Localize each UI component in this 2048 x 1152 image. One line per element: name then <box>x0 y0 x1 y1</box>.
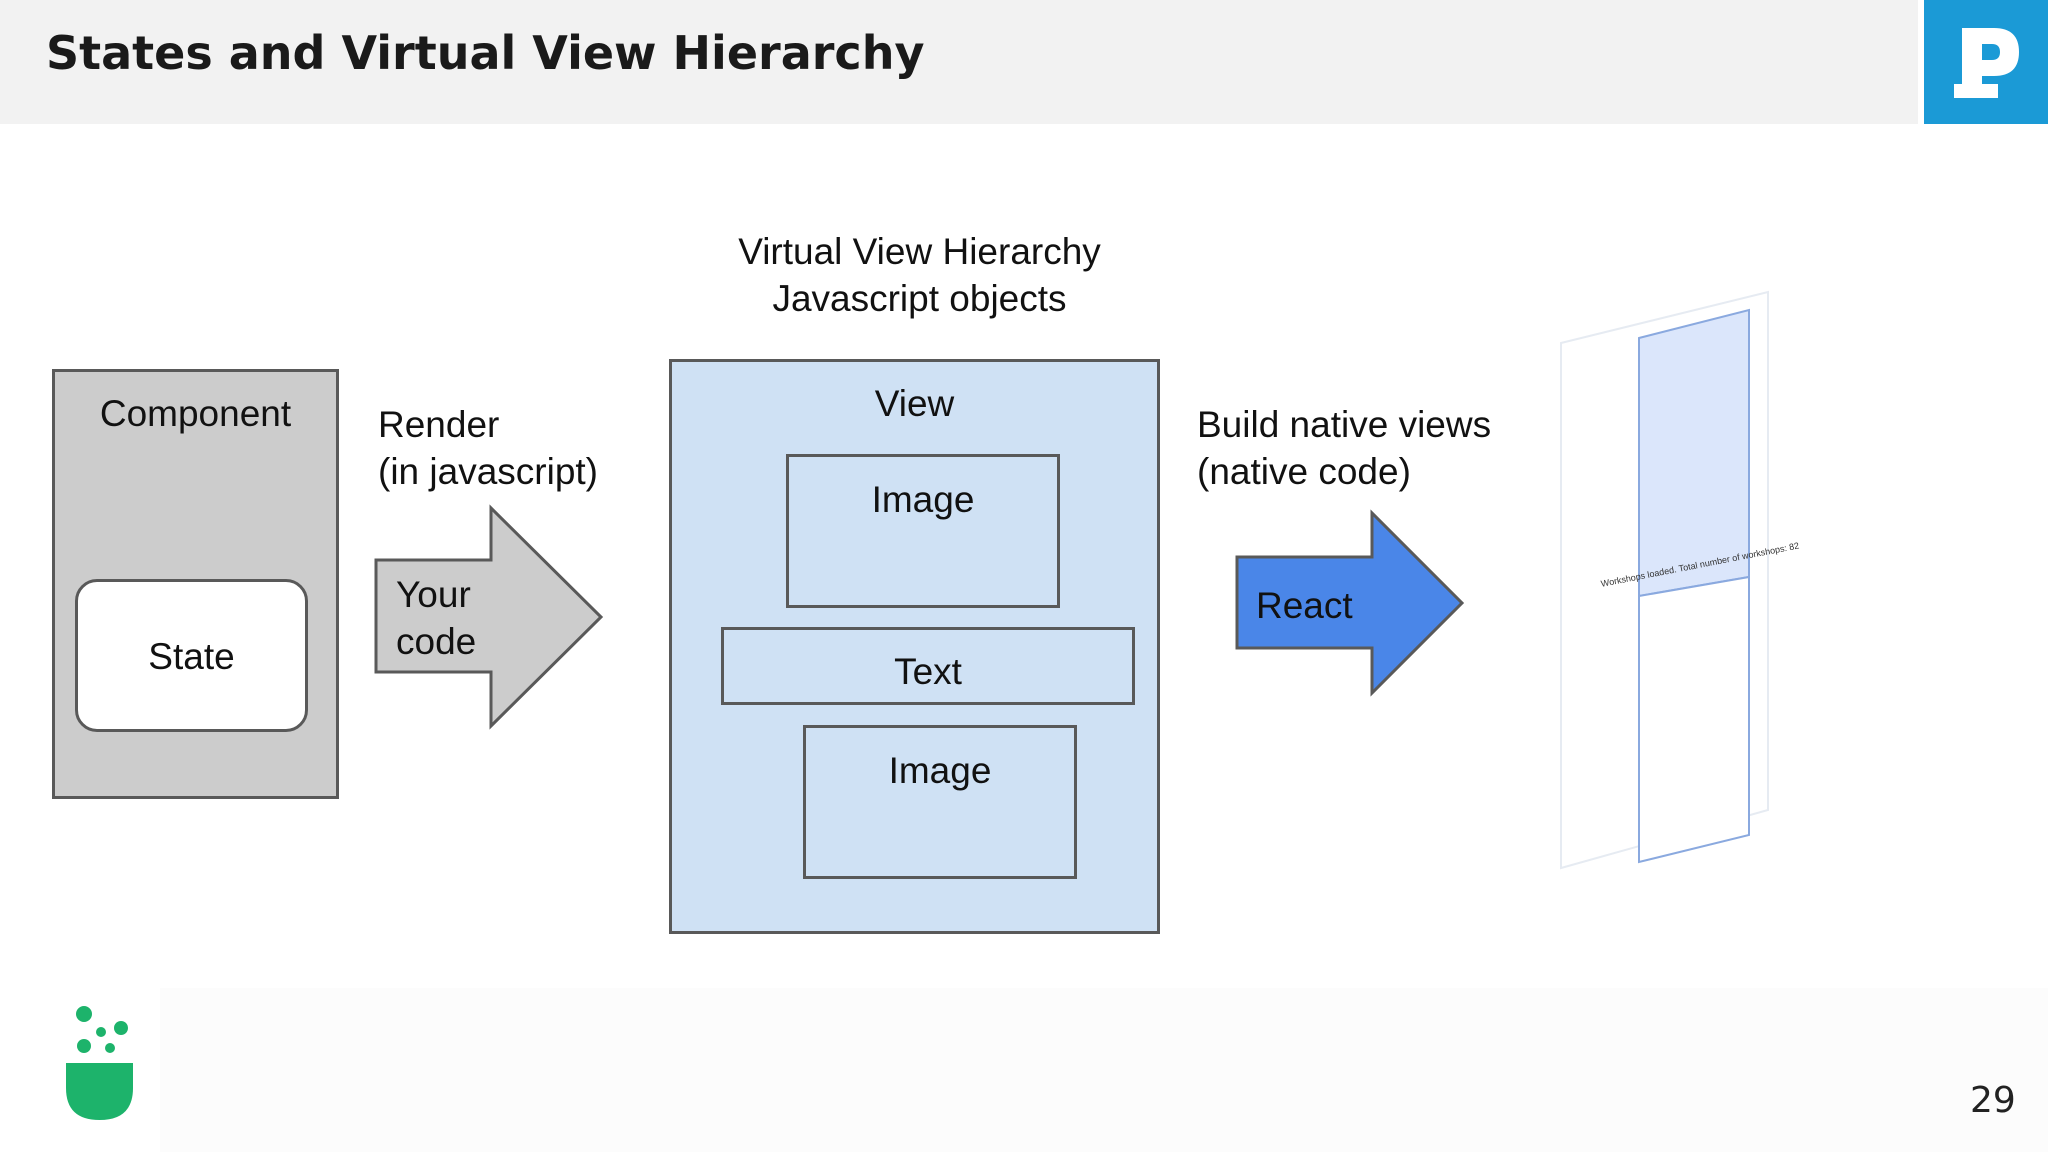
image-label-2: Image <box>888 750 992 791</box>
image-box-2 <box>803 725 1077 879</box>
brand-p-logo-icon <box>1954 28 2019 98</box>
slide-header <box>0 0 1918 124</box>
state-label: State <box>148 636 235 677</box>
text-label: Text <box>894 651 962 692</box>
vvh-title: Virtual View Hierarchy <box>738 231 1101 272</box>
render-sublabel: (in javascript) <box>378 451 598 492</box>
build-label: Build native views <box>1197 404 1492 445</box>
text-box <box>721 627 1135 705</box>
your-code-label: Your <box>396 574 471 615</box>
component-label: Component <box>99 393 292 434</box>
build-sublabel: (native code) <box>1197 451 1411 492</box>
page-number: 29 <box>1970 1080 2016 1121</box>
slide-title: States and Virtual View Hierarchy <box>46 26 925 80</box>
vvh-subtitle: Javascript objects <box>772 278 1067 319</box>
your-code-sublabel: code <box>396 621 477 662</box>
image-box-1 <box>786 454 1060 608</box>
state-box <box>75 579 308 732</box>
brand-logo <box>1924 0 2048 124</box>
render-label: Render <box>378 404 500 445</box>
view-label: View <box>874 383 955 424</box>
image-label-1: Image <box>871 479 975 520</box>
react-label: React <box>1256 585 1353 626</box>
footer-strip <box>160 988 2048 1152</box>
